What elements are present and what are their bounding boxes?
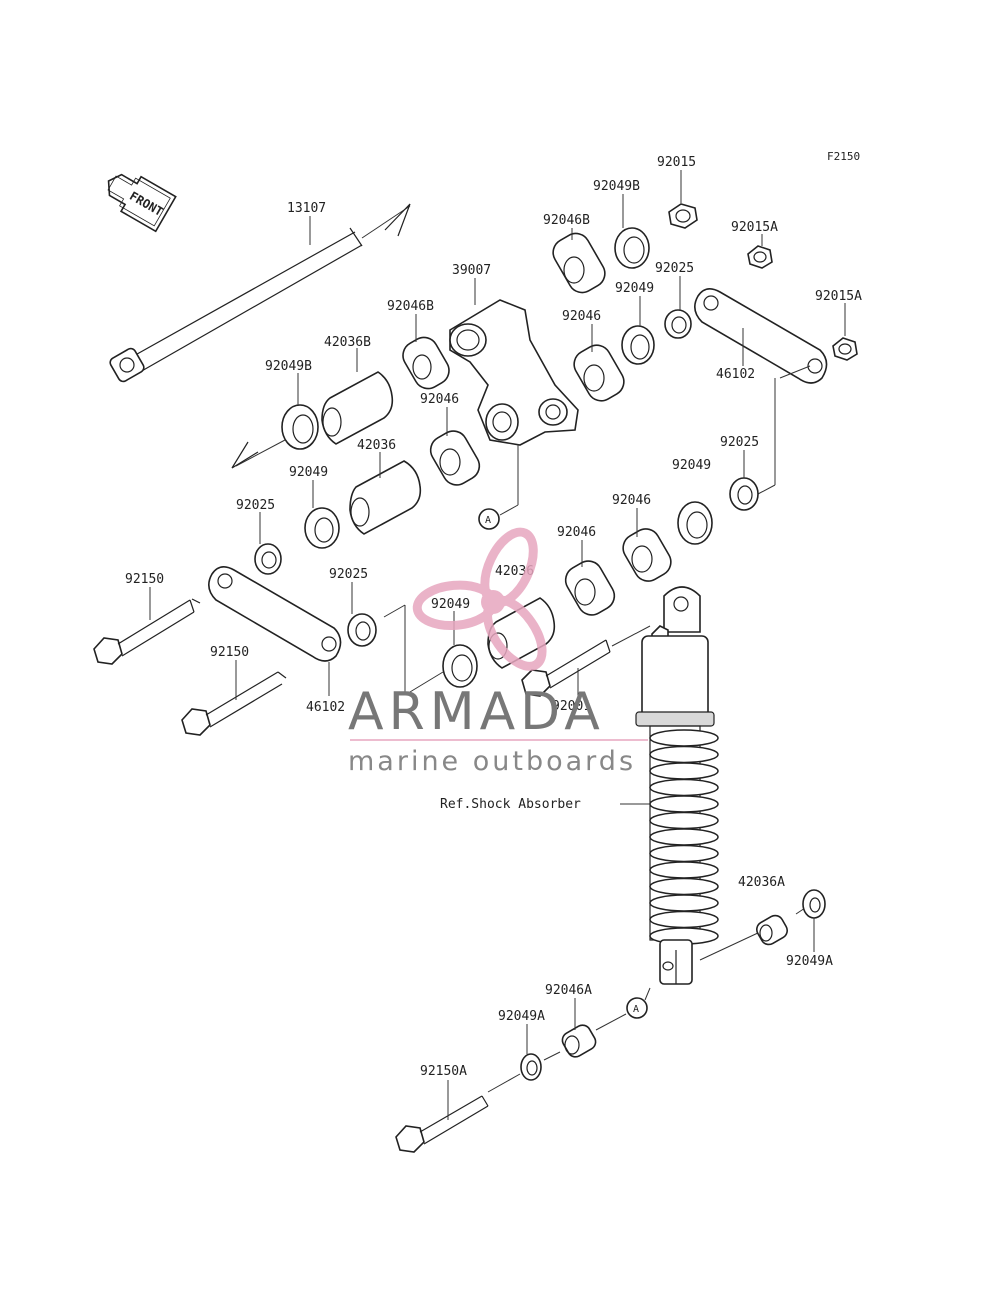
spring-coil: [649, 910, 719, 929]
washer-92049a-right: [802, 889, 826, 919]
figure-code: F2150: [827, 150, 860, 163]
label-92025-top: 92025: [655, 261, 694, 276]
spring-coil: [649, 762, 719, 780]
washer-92049a-left: [520, 1053, 542, 1081]
spring-coil: [649, 729, 719, 747]
bearing-92046b-mid: [402, 336, 450, 390]
spring-coil: [649, 745, 719, 764]
callout-a-marker-bottom: A: [626, 997, 648, 1019]
label-92015a-2: 92015A: [815, 289, 862, 304]
label-92015: 92015: [657, 155, 696, 170]
label-92049a-right: 92049A: [786, 954, 833, 969]
sleeve-42036-mid: [349, 460, 422, 535]
label-92049b-top: 92049B: [593, 179, 640, 194]
link-plate-46102-low: [208, 566, 342, 662]
label-92150-1: 92150: [125, 572, 164, 587]
label-46102-top: 46102: [716, 367, 755, 382]
label-92025-right: 92025: [720, 435, 759, 450]
bearing-92046-top: [573, 344, 625, 402]
washer-92049-center: [442, 644, 478, 688]
label-92046-right: 92046: [612, 493, 651, 508]
spring-coil: [649, 894, 719, 912]
washer-92025-top: [664, 309, 692, 339]
label-92046b-top: 92046B: [543, 213, 590, 228]
label-92025-center: 92025: [329, 567, 368, 582]
label-92001: 92001: [552, 699, 591, 714]
washer-92049-right: [677, 501, 713, 545]
label-92049-center: 92049: [431, 597, 470, 612]
bolt-92150-2: [181, 671, 287, 736]
sleeve-42036b: [321, 371, 394, 445]
bolt-92150a: [395, 1095, 489, 1153]
label-92046b-mid: 92046B: [387, 299, 434, 314]
spring-coil: [649, 877, 719, 896]
svg-text:A: A: [485, 515, 491, 526]
label-92046a: 92046A: [545, 983, 592, 998]
label-42036a: 42036A: [738, 875, 785, 890]
shaft-13107: [109, 203, 411, 383]
label-92046-mid: 92046: [420, 392, 459, 407]
bearing-92046-center: [564, 560, 616, 616]
bearing-92046b-top: [552, 232, 606, 294]
bush-92046a: [561, 1024, 597, 1058]
spring-coil: [649, 811, 719, 830]
svg-text:A: A: [633, 1004, 639, 1015]
nut-92015a-1: [747, 245, 773, 269]
washer-92049-left: [304, 507, 340, 549]
washer-92025-left: [254, 543, 282, 575]
link-plate-46102-top: [694, 288, 828, 384]
watermark-logo-icon: [412, 527, 547, 671]
nut-92015: [668, 203, 698, 229]
washer-92049b-top: [614, 227, 650, 269]
spring-coil: [649, 861, 719, 879]
label-42036b: 42036B: [324, 335, 371, 350]
bearing-92046-right: [622, 528, 672, 582]
spring-coil: [649, 778, 719, 797]
label-92049b-left: 92049B: [265, 359, 312, 374]
label-46102-low: 46102: [306, 700, 345, 715]
bolt-92150-1: [93, 598, 201, 665]
shock-absorber: [635, 586, 719, 985]
nut-92015a-2: [832, 337, 858, 361]
label-92150-2: 92150: [210, 645, 249, 660]
label-92049-right: 92049: [672, 458, 711, 473]
bearing-92046-mid: [429, 430, 481, 486]
label-92049-top: 92049: [615, 281, 654, 296]
washer-92049b-left: [281, 404, 319, 450]
label-92049a-left: 92049A: [498, 1009, 545, 1024]
label-92025-left: 92025: [236, 498, 275, 513]
label-42036-mid: 42036: [357, 438, 396, 453]
collar-42036a: [756, 914, 788, 946]
washer-92025-center: [347, 613, 377, 647]
label-13107: 13107: [287, 201, 326, 216]
spring-coil: [649, 828, 719, 846]
spring-coil: [649, 795, 719, 813]
front-arrow-icon: FRONT: [107, 173, 177, 233]
washer-92025-right: [729, 477, 759, 511]
watermark-tagline: marine outboards: [348, 746, 636, 777]
label-92015a-1: 92015A: [731, 220, 778, 235]
watermark-brand: ARMADA: [348, 682, 605, 742]
label-92049-left: 92049: [289, 465, 328, 480]
washer-92049-top: [621, 325, 655, 365]
ref-shock-absorber-label: Ref.Shock Absorber: [440, 797, 581, 812]
label-92150a: 92150A: [420, 1064, 467, 1079]
label-92046-center: 92046: [557, 525, 596, 540]
label-92046-top: 92046: [562, 309, 601, 324]
callout-a-marker: A: [478, 508, 500, 530]
rocker-arm-39007: [449, 299, 579, 516]
spring-coil: [649, 844, 719, 863]
label-39007: 39007: [452, 263, 491, 278]
